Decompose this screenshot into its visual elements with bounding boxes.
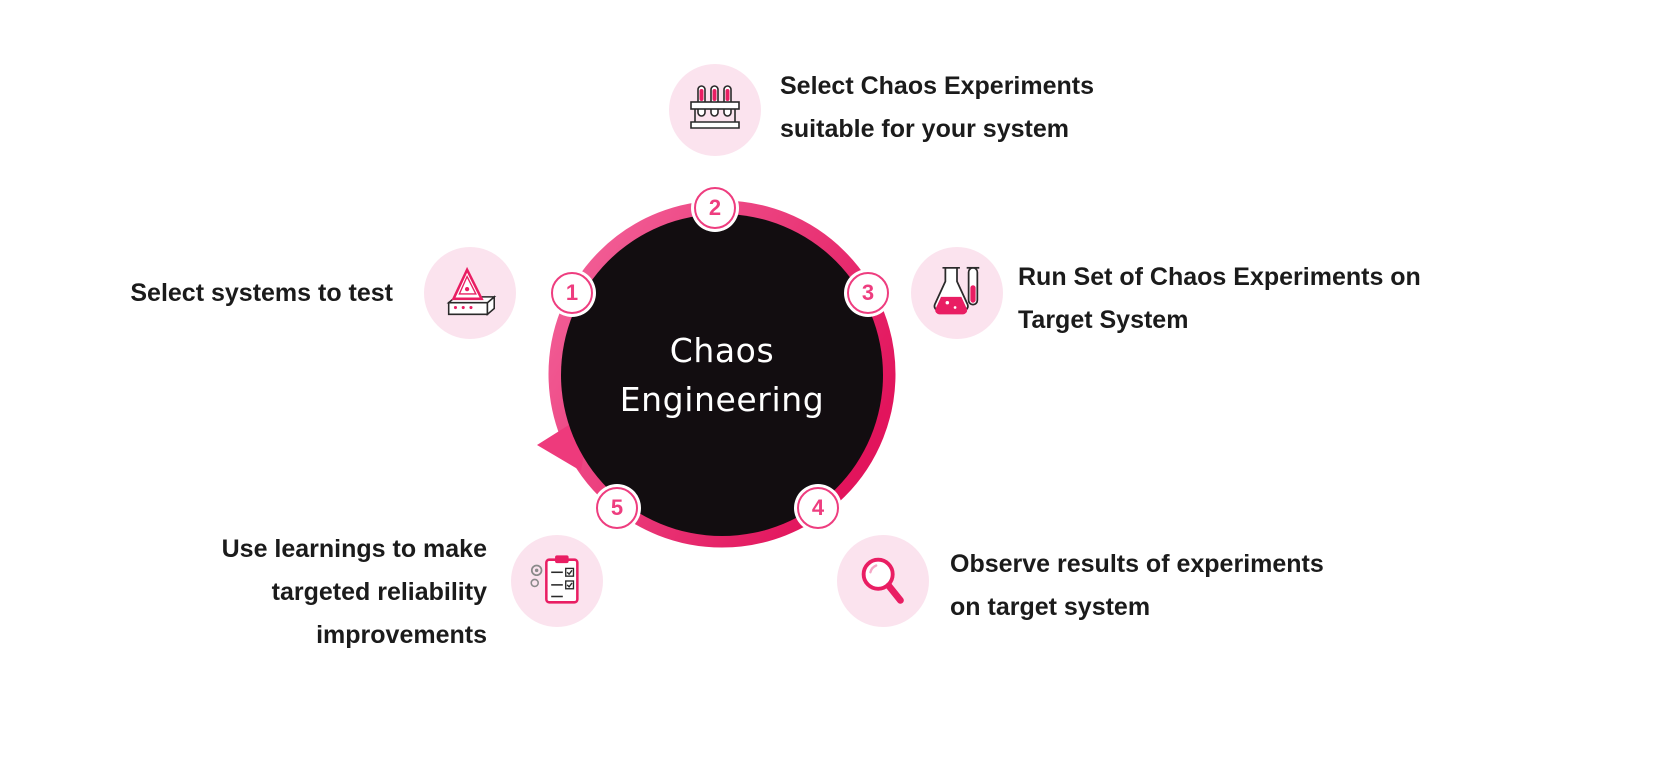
step-2-icon-circle <box>669 64 761 156</box>
step-label-line: Run Set of Chaos Experiments on <box>1018 263 1421 291</box>
center-title-line: Chaos <box>669 331 775 370</box>
step-5-icon-circle <box>511 535 603 627</box>
test-tube-rack-icon <box>690 85 740 129</box>
step-label-line: suitable for your system <box>780 115 1069 143</box>
step-1-badge: 1 <box>551 272 593 314</box>
step-4-label: Observe results of experiments on target… <box>950 543 1324 629</box>
step-4-icon-circle <box>837 535 929 627</box>
step-2-badge: 2 <box>694 187 736 229</box>
center-title-line: Engineering <box>619 380 825 419</box>
step-3-label: Run Set of Chaos Experiments on Target S… <box>1018 256 1421 342</box>
step-label-line: Target System <box>1018 306 1189 334</box>
step-label-line: Observe results of experiments <box>950 550 1324 578</box>
step-number: 2 <box>708 195 722 220</box>
step-5-badge: 5 <box>596 487 638 529</box>
flask-icon <box>933 266 980 315</box>
step-5-label: Use learnings to make targeted reliabili… <box>222 528 487 657</box>
step-1-icon-circle <box>424 247 516 339</box>
step-label-line: Use learnings to make <box>221 535 487 563</box>
checklist-gears-icon <box>530 555 579 604</box>
center-title: Chaos Engineering <box>620 326 825 424</box>
step-number: 3 <box>861 280 875 305</box>
step-3-icon-circle <box>911 247 1003 339</box>
set-square-icon <box>446 266 497 316</box>
step-label-line: on target system <box>950 593 1151 621</box>
center-circle: Chaos Engineering <box>561 214 883 536</box>
step-label-line: improvements <box>316 621 487 649</box>
magnifying-glass-icon <box>861 557 904 604</box>
step-1-label: Select systems to test <box>130 272 393 315</box>
step-number: 5 <box>610 495 624 520</box>
step-3-badge: 3 <box>847 272 889 314</box>
step-4-badge: 4 <box>797 487 839 529</box>
step-2-label: Select Chaos Experiments suitable for yo… <box>780 65 1094 151</box>
step-label-line: Select systems to test <box>130 279 393 307</box>
step-label-line: targeted reliability <box>271 578 487 606</box>
step-number: 4 <box>811 495 825 520</box>
step-label-line: Select Chaos Experiments <box>780 72 1095 100</box>
step-number: 1 <box>565 280 579 305</box>
